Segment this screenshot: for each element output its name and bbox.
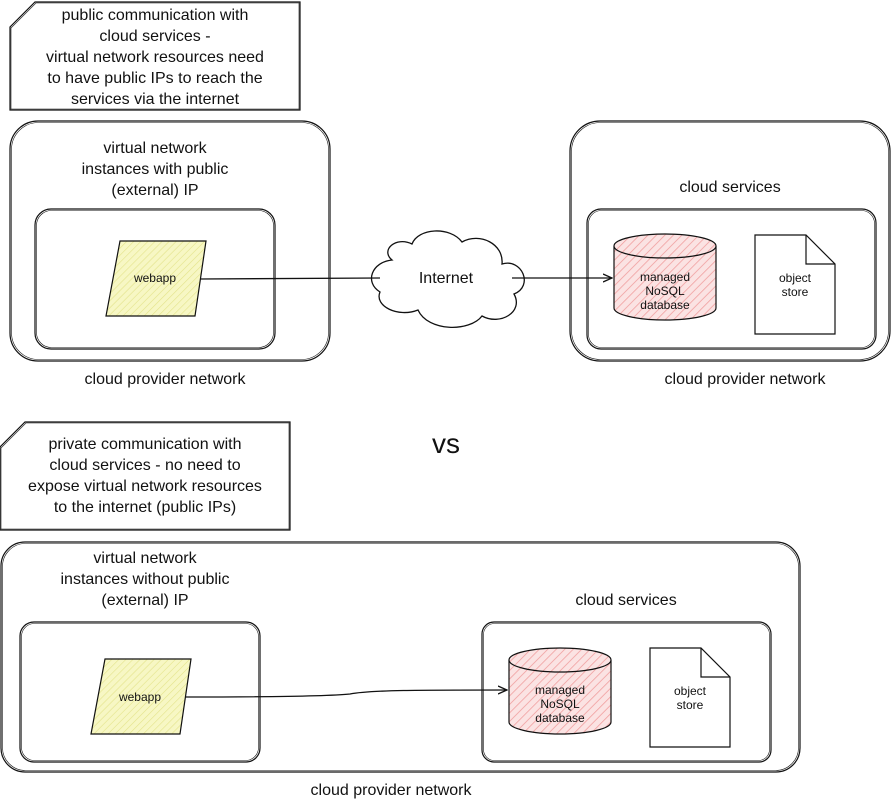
top-webapp-label: webapp (133, 271, 177, 285)
top-note-text: public communication with cloud services… (15, 5, 295, 110)
bottom-database-icon (508, 647, 612, 735)
vs-label: vs (432, 428, 460, 459)
top-note-line: public communication with (61, 7, 249, 24)
bottom-network-label: cloud provider network (310, 782, 472, 799)
internet-cloud-icon (370, 230, 525, 328)
bottom-object-store-icon (649, 647, 731, 748)
bottom-vnet-title-line: virtual network (93, 550, 197, 567)
bottom-cloud-services-title: cloud services (575, 592, 677, 609)
bottom-object-store-label: object store (650, 684, 730, 712)
bottom-note-line: expose virtual network resources (28, 478, 262, 495)
top-object-store-icon (754, 234, 836, 335)
bottom-vnet-title-line: instances without public (60, 571, 230, 588)
bottom-vnet-title: virtual network instances without public… (20, 548, 270, 611)
bottom-db-label-line: NoSQL (540, 697, 580, 711)
top-left-network-label: cloud provider network (84, 371, 246, 388)
bottom-vnet-title-line: (external) IP (101, 592, 189, 609)
top-object-store-line: store (781, 285, 809, 299)
top-right-network-label: cloud provider network (664, 371, 826, 388)
top-note-line: services via the internet (70, 91, 240, 108)
top-db-label-line: database (640, 298, 690, 312)
top-db-label-line: NoSQL (645, 284, 685, 298)
top-note-card (9, 1, 301, 111)
bottom-db-label: managed NoSQL database (510, 683, 610, 725)
top-object-store-label: object store (755, 271, 835, 299)
top-webapp-shape (105, 240, 207, 317)
bottom-db-label-line: database (535, 711, 585, 725)
bottom-note-text: private communication with cloud service… (2, 434, 288, 518)
bottom-webapp-to-db-arrow (184, 690, 507, 698)
top-vnet-title-line: instances with public (81, 161, 229, 178)
top-note-line: virtual network resources need (46, 49, 264, 66)
top-vnet-title-line: (external) IP (111, 182, 199, 199)
top-db-label-line: managed (639, 270, 691, 284)
top-cloud-services-title: cloud services (679, 179, 781, 196)
top-database-icon (613, 233, 717, 321)
top-vnet-title-line: virtual network (103, 140, 207, 157)
top-vnet-title: virtual network instances with public (e… (40, 138, 270, 201)
bottom-note-line: to the internet (public IPs) (53, 499, 237, 516)
bottom-note-line: private communication with (48, 436, 242, 453)
bottom-object-store-line: store (676, 698, 704, 712)
top-note-line: cloud services - (99, 28, 211, 45)
top-db-label: managed NoSQL database (615, 270, 715, 312)
top-object-store-line: object (778, 271, 812, 285)
bottom-note-card (0, 421, 291, 531)
bottom-db-label-line: managed (534, 683, 586, 697)
top-webapp-to-internet-line (199, 277, 381, 280)
bottom-webapp-shape (90, 658, 192, 735)
bottom-webapp-label: webapp (118, 690, 162, 704)
top-note-line: to have public IPs to reach the (47, 70, 263, 87)
internet-label: Internet (418, 270, 474, 287)
bottom-object-store-line: object (673, 684, 707, 698)
bottom-note-line: cloud services - no need to (49, 457, 241, 474)
